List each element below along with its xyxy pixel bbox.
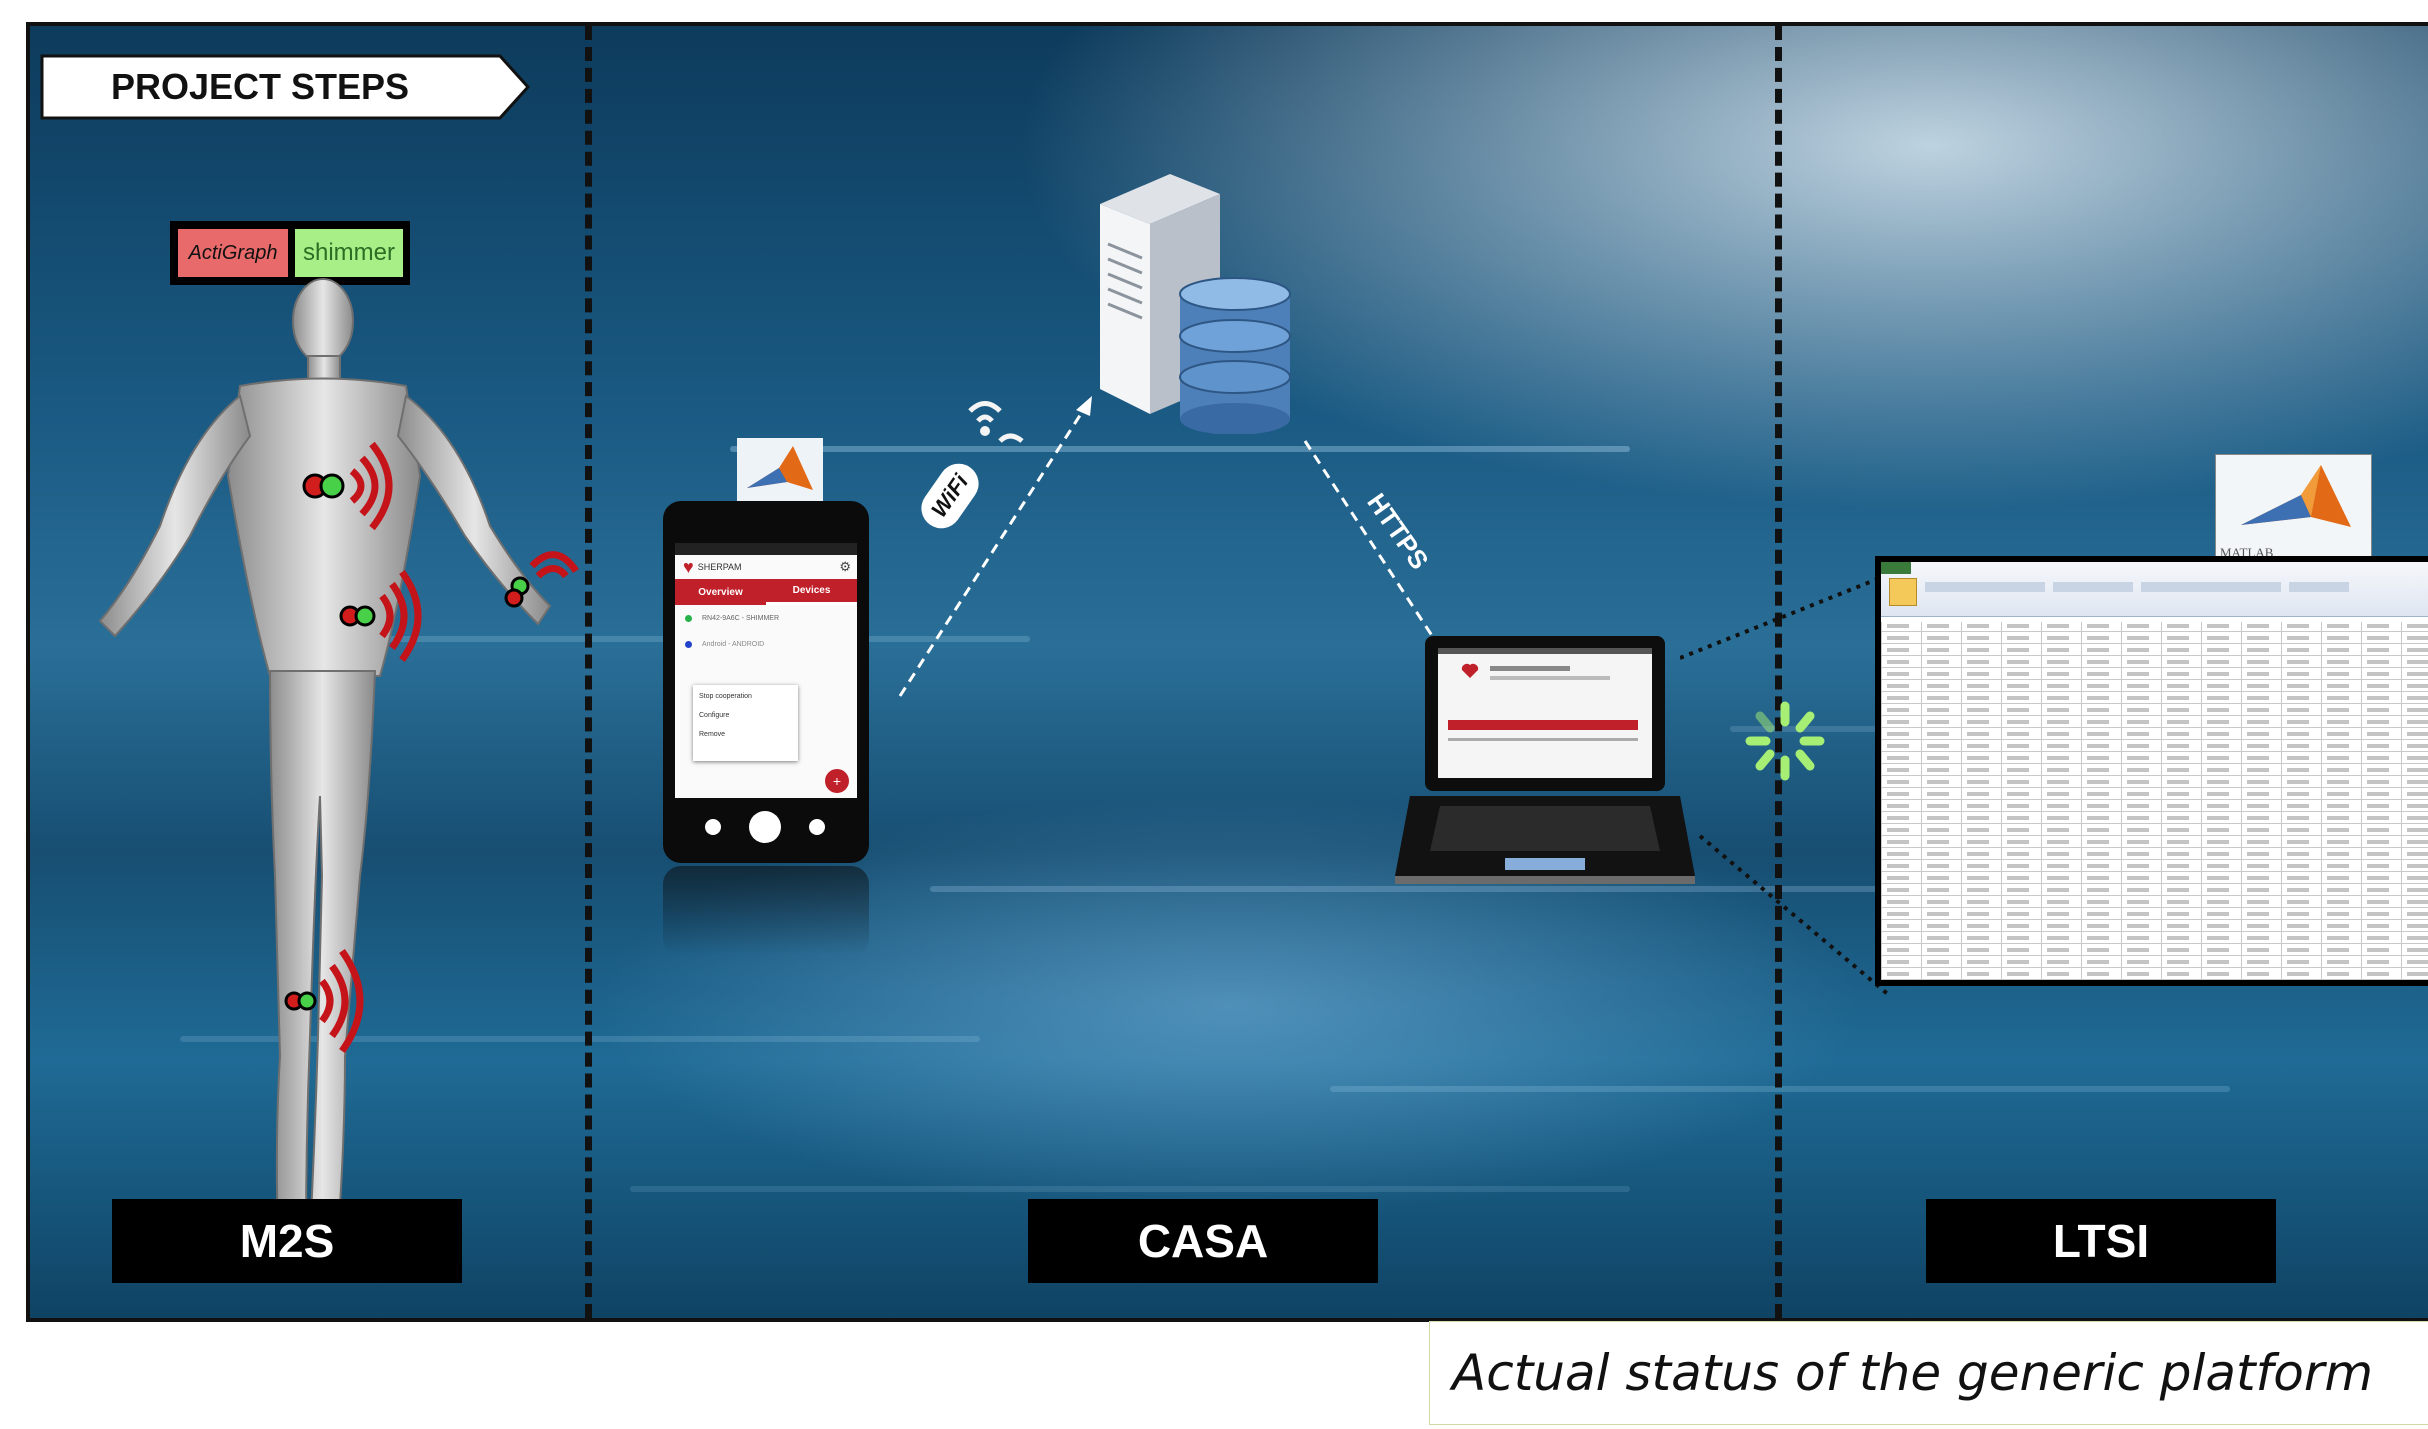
phone-menu-item-stop[interactable]: Stop cooperation [699,693,752,700]
project-steps-banner: PROJECT STEPS [40,54,530,120]
matlab-logo: MATLAB [2215,454,2372,564]
matlab-icon-small [737,438,823,504]
phone-app-name: SHERPAM [697,562,742,572]
wifi-signal-icon [968,401,1024,443]
spreadsheet-window [1875,556,2428,986]
divider-right [1775,26,1782,1318]
heart-logo-icon: ♥ [683,556,694,577]
laptop-icon [1395,636,1695,884]
project-steps-label: PROJECT STEPS [110,66,410,107]
loading-spinner-icon [1745,701,1825,781]
phone-device-label-1: RN42-9A6C - SHIMMER [702,614,780,622]
figure-caption: Actual status of the generic platform [1429,1321,2428,1425]
diagram-panel: PROJECT STEPS ActiGraph shimmer [26,22,2428,1322]
smartphone: ♥ SHERPAM ⚙ Overview Devices RN42-9A6C -… [663,501,869,863]
divider-left [585,26,592,1318]
phone-app-header: ♥ SHERPAM ⚙ [675,555,857,579]
phone-tab-devices[interactable]: Devices [766,579,857,605]
spreadsheet-ribbon [1881,562,2428,617]
status-dot-blue-icon [685,640,692,648]
site-label-ltsi: LTSI [1926,1199,2276,1283]
phone-add-fab[interactable]: + [825,769,849,793]
phone-device-item-2[interactable]: Android - ANDROID [675,631,857,657]
phone-device-item-1[interactable]: RN42-9A6C - SHIMMER [675,605,857,631]
shimmer-logo: shimmer [295,229,403,277]
phone-menu-item-configure[interactable]: Configure [699,712,730,719]
phone-reflection [663,866,869,956]
shimmer-label: shimmer [302,239,395,266]
site-label-m2s: M2S [112,1199,462,1283]
phone-screen: ♥ SHERPAM ⚙ Overview Devices RN42-9A6C -… [675,543,857,798]
phone-device-label-2: Android - ANDROID [702,640,765,648]
phone-menu-item-remove[interactable]: Remove [699,731,726,738]
actigraph-label: ActiGraph [188,241,278,264]
phone-tab-overview[interactable]: Overview [698,586,743,598]
spreadsheet-grid [1881,622,2428,980]
zoom-lines [1680,576,1892,998]
server-database-icon [1100,174,1291,434]
status-dot-green-icon [685,614,692,622]
phone-recent-button[interactable] [809,819,825,835]
phone-home-button[interactable] [749,811,781,843]
phone-back-button[interactable] [705,819,721,835]
settings-gear-icon[interactable]: ⚙ [839,559,851,574]
site-label-casa: CASA [1028,1199,1378,1283]
phone-context-menu: Stop cooperation Configure Remove [693,685,798,761]
human-body-figure [98,278,579,1237]
actigraph-logo: ActiGraph [178,229,288,277]
